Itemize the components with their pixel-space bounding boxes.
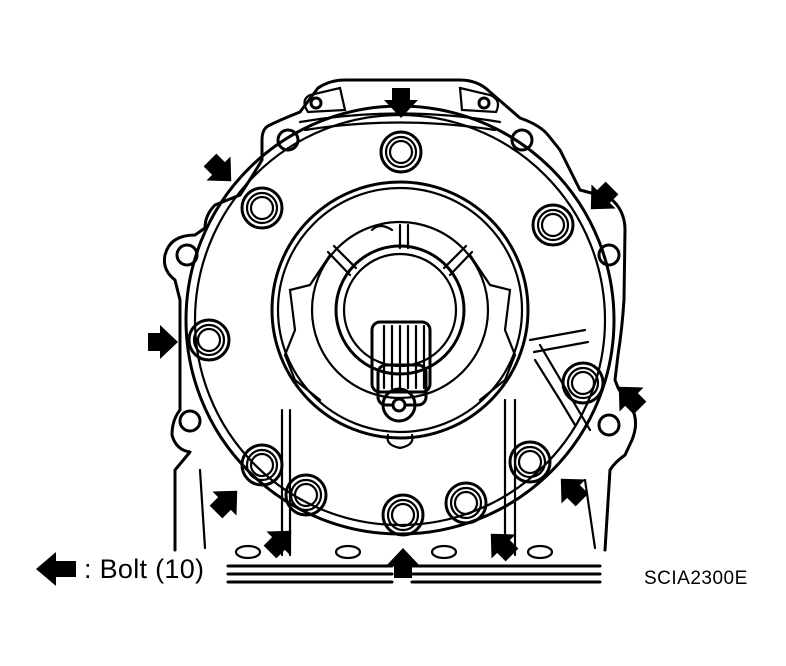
bolt-1 xyxy=(379,130,423,174)
bolt-6 xyxy=(240,443,284,487)
bolt-8 xyxy=(284,473,328,517)
bolts xyxy=(187,130,605,537)
bolt-7 xyxy=(508,440,552,484)
arrow-icon xyxy=(36,552,76,586)
bolt-10 xyxy=(381,493,425,537)
arrow-icon xyxy=(257,518,304,565)
bolt-9 xyxy=(444,481,488,525)
bolt-3 xyxy=(531,203,575,247)
arrow-icon xyxy=(606,374,653,421)
bolt-4 xyxy=(187,318,231,362)
reference-code: SCIA2300E xyxy=(644,568,748,589)
arrow-icon xyxy=(197,147,244,194)
arrow-icon xyxy=(203,478,250,525)
input-shaft xyxy=(370,320,432,423)
arrow-icon xyxy=(148,325,178,359)
legend-label: : Bolt (10) xyxy=(84,553,205,584)
arrow-icon xyxy=(478,521,525,568)
legend: : Bolt (10) xyxy=(36,552,204,586)
bolt-2 xyxy=(240,186,284,230)
bolt-5 xyxy=(561,361,605,405)
